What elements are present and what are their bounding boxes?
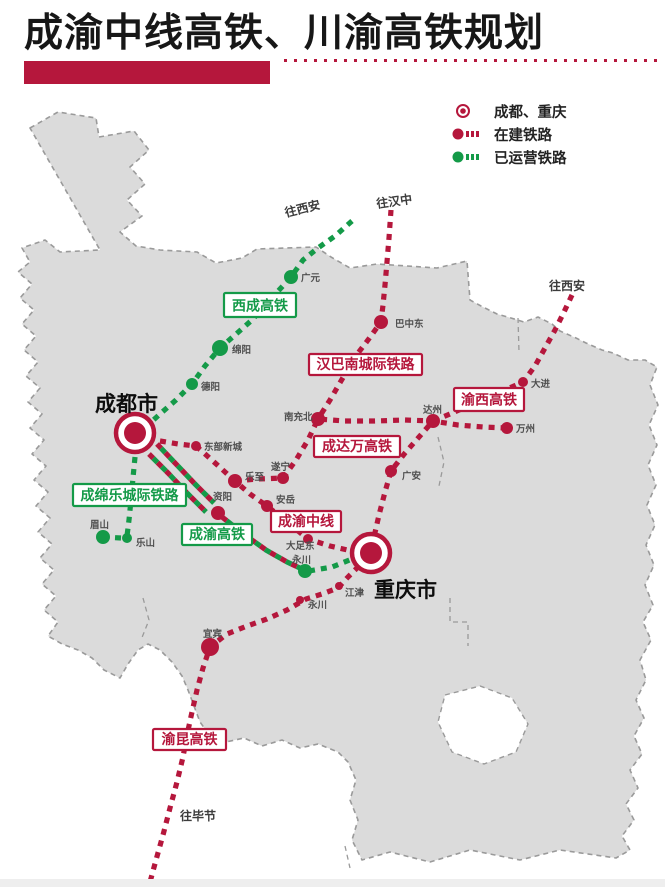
station-label: 江津 [345, 587, 365, 599]
station-dot [122, 533, 132, 543]
line-label-box [222, 291, 298, 319]
station-label: 德阳 [201, 381, 220, 393]
station-label: 达州 [423, 404, 442, 416]
station-label: 安岳 [276, 494, 296, 506]
station-label: 乐至 [245, 471, 265, 483]
station-label: 东部新城 [204, 441, 243, 453]
station-label: 永川 [307, 599, 327, 611]
inner-border [449, 598, 469, 646]
station-dot [335, 582, 343, 590]
title-dotted-line [284, 59, 660, 62]
line-label-text: 成渝高铁 [189, 526, 245, 542]
station-dot [311, 412, 325, 426]
station-label: 万州 [515, 424, 535, 435]
station-dot [298, 564, 312, 578]
station-dot [284, 270, 298, 284]
station-dot [385, 465, 397, 477]
line-label-box [151, 727, 228, 752]
station-dot [201, 638, 219, 656]
railway-yukun [147, 564, 361, 883]
direction-label: 往毕节 [180, 808, 216, 823]
line-label-text: 西成高铁 [232, 297, 288, 313]
railway-chengyu-corridor-b-green [147, 452, 208, 514]
station-label: 永川 [291, 554, 311, 566]
direction-label: 往汉中 [375, 191, 413, 211]
station-label: 宜宾 [203, 628, 223, 640]
station-label: 资阳 [213, 491, 232, 503]
city-label: 成都市 [95, 392, 158, 416]
station-label: 乐山 [136, 537, 155, 549]
station-dot [277, 472, 289, 484]
line-label-text: 汉巴南城际铁路 [317, 356, 416, 372]
map-notch [437, 685, 529, 765]
railway-chengyu-corridor-a-red [155, 442, 216, 505]
railway-chengmianle-south [124, 456, 138, 537]
line-label-box [180, 522, 254, 547]
legend-item: 在建铁路 [450, 125, 567, 144]
railway-chengyu-ziyang-yongchuan-red [220, 514, 304, 572]
station-dot [374, 315, 388, 329]
station-label: 南充北 [284, 411, 313, 423]
line-label-box [269, 509, 343, 534]
station-label: 广元 [301, 272, 321, 284]
station-label: 大进 [531, 378, 551, 390]
station-dot [518, 377, 528, 387]
station-dot [296, 596, 304, 604]
line-label-text: 成达万高铁 [322, 438, 392, 454]
city-dot [360, 542, 382, 564]
legend-label: 已运营铁路 [494, 150, 567, 167]
dot-dash-icon [452, 128, 479, 140]
inner-border [140, 597, 150, 641]
legend-label: 成都、重庆 [494, 104, 567, 121]
station-label: 眉山 [90, 519, 109, 531]
direction-label: 往西安 [283, 197, 322, 220]
railway-chengyu-corridor-a-green [155, 442, 216, 505]
title-underline-bar [24, 61, 270, 84]
station-dot [228, 474, 242, 488]
line-label-box [452, 386, 526, 413]
legend-label: 在建铁路 [494, 127, 552, 144]
station-dot [191, 441, 201, 451]
line-label-text: 渝西高铁 [461, 392, 517, 408]
dot-dash-icon [452, 151, 479, 163]
station-dot [186, 378, 198, 390]
station-label: 遂宁 [271, 461, 291, 473]
page-title: 成渝中线高铁、川渝高铁规划 [24, 12, 545, 55]
station-dot [96, 530, 110, 544]
line-label-box [307, 352, 424, 377]
city-label: 重庆市 [374, 578, 437, 602]
line-label-box [71, 482, 188, 508]
station-dot [501, 422, 513, 434]
direction-label: 往西安 [549, 278, 585, 293]
line-label-text: 渝昆高铁 [162, 731, 218, 747]
station-dot [426, 414, 440, 428]
station-dot [261, 500, 273, 512]
line-label-text: 成渝中线 [278, 513, 334, 529]
line-label-text: 成绵乐城际铁路 [81, 487, 180, 503]
footer-divider [0, 879, 665, 887]
city-dot [124, 422, 146, 444]
station-dot [211, 506, 225, 520]
station-dot [212, 340, 228, 356]
station-label: 广安 [402, 470, 422, 482]
station-label: 大足东 [286, 540, 315, 552]
station-label: 巴中东 [395, 318, 424, 330]
city-ring-icon [456, 104, 470, 118]
line-label-box [312, 434, 402, 459]
legend: 成都、重庆在建铁路已运营铁路 [450, 102, 567, 167]
station-label: 绵阳 [232, 344, 251, 356]
inner-border [344, 845, 351, 869]
inner-border [517, 317, 520, 353]
station-dot [303, 534, 313, 544]
province-outline [17, 111, 659, 863]
legend-item: 成都、重庆 [450, 102, 567, 121]
legend-item: 已运营铁路 [450, 148, 567, 167]
railway-chengyu-zhongxian [159, 438, 353, 554]
